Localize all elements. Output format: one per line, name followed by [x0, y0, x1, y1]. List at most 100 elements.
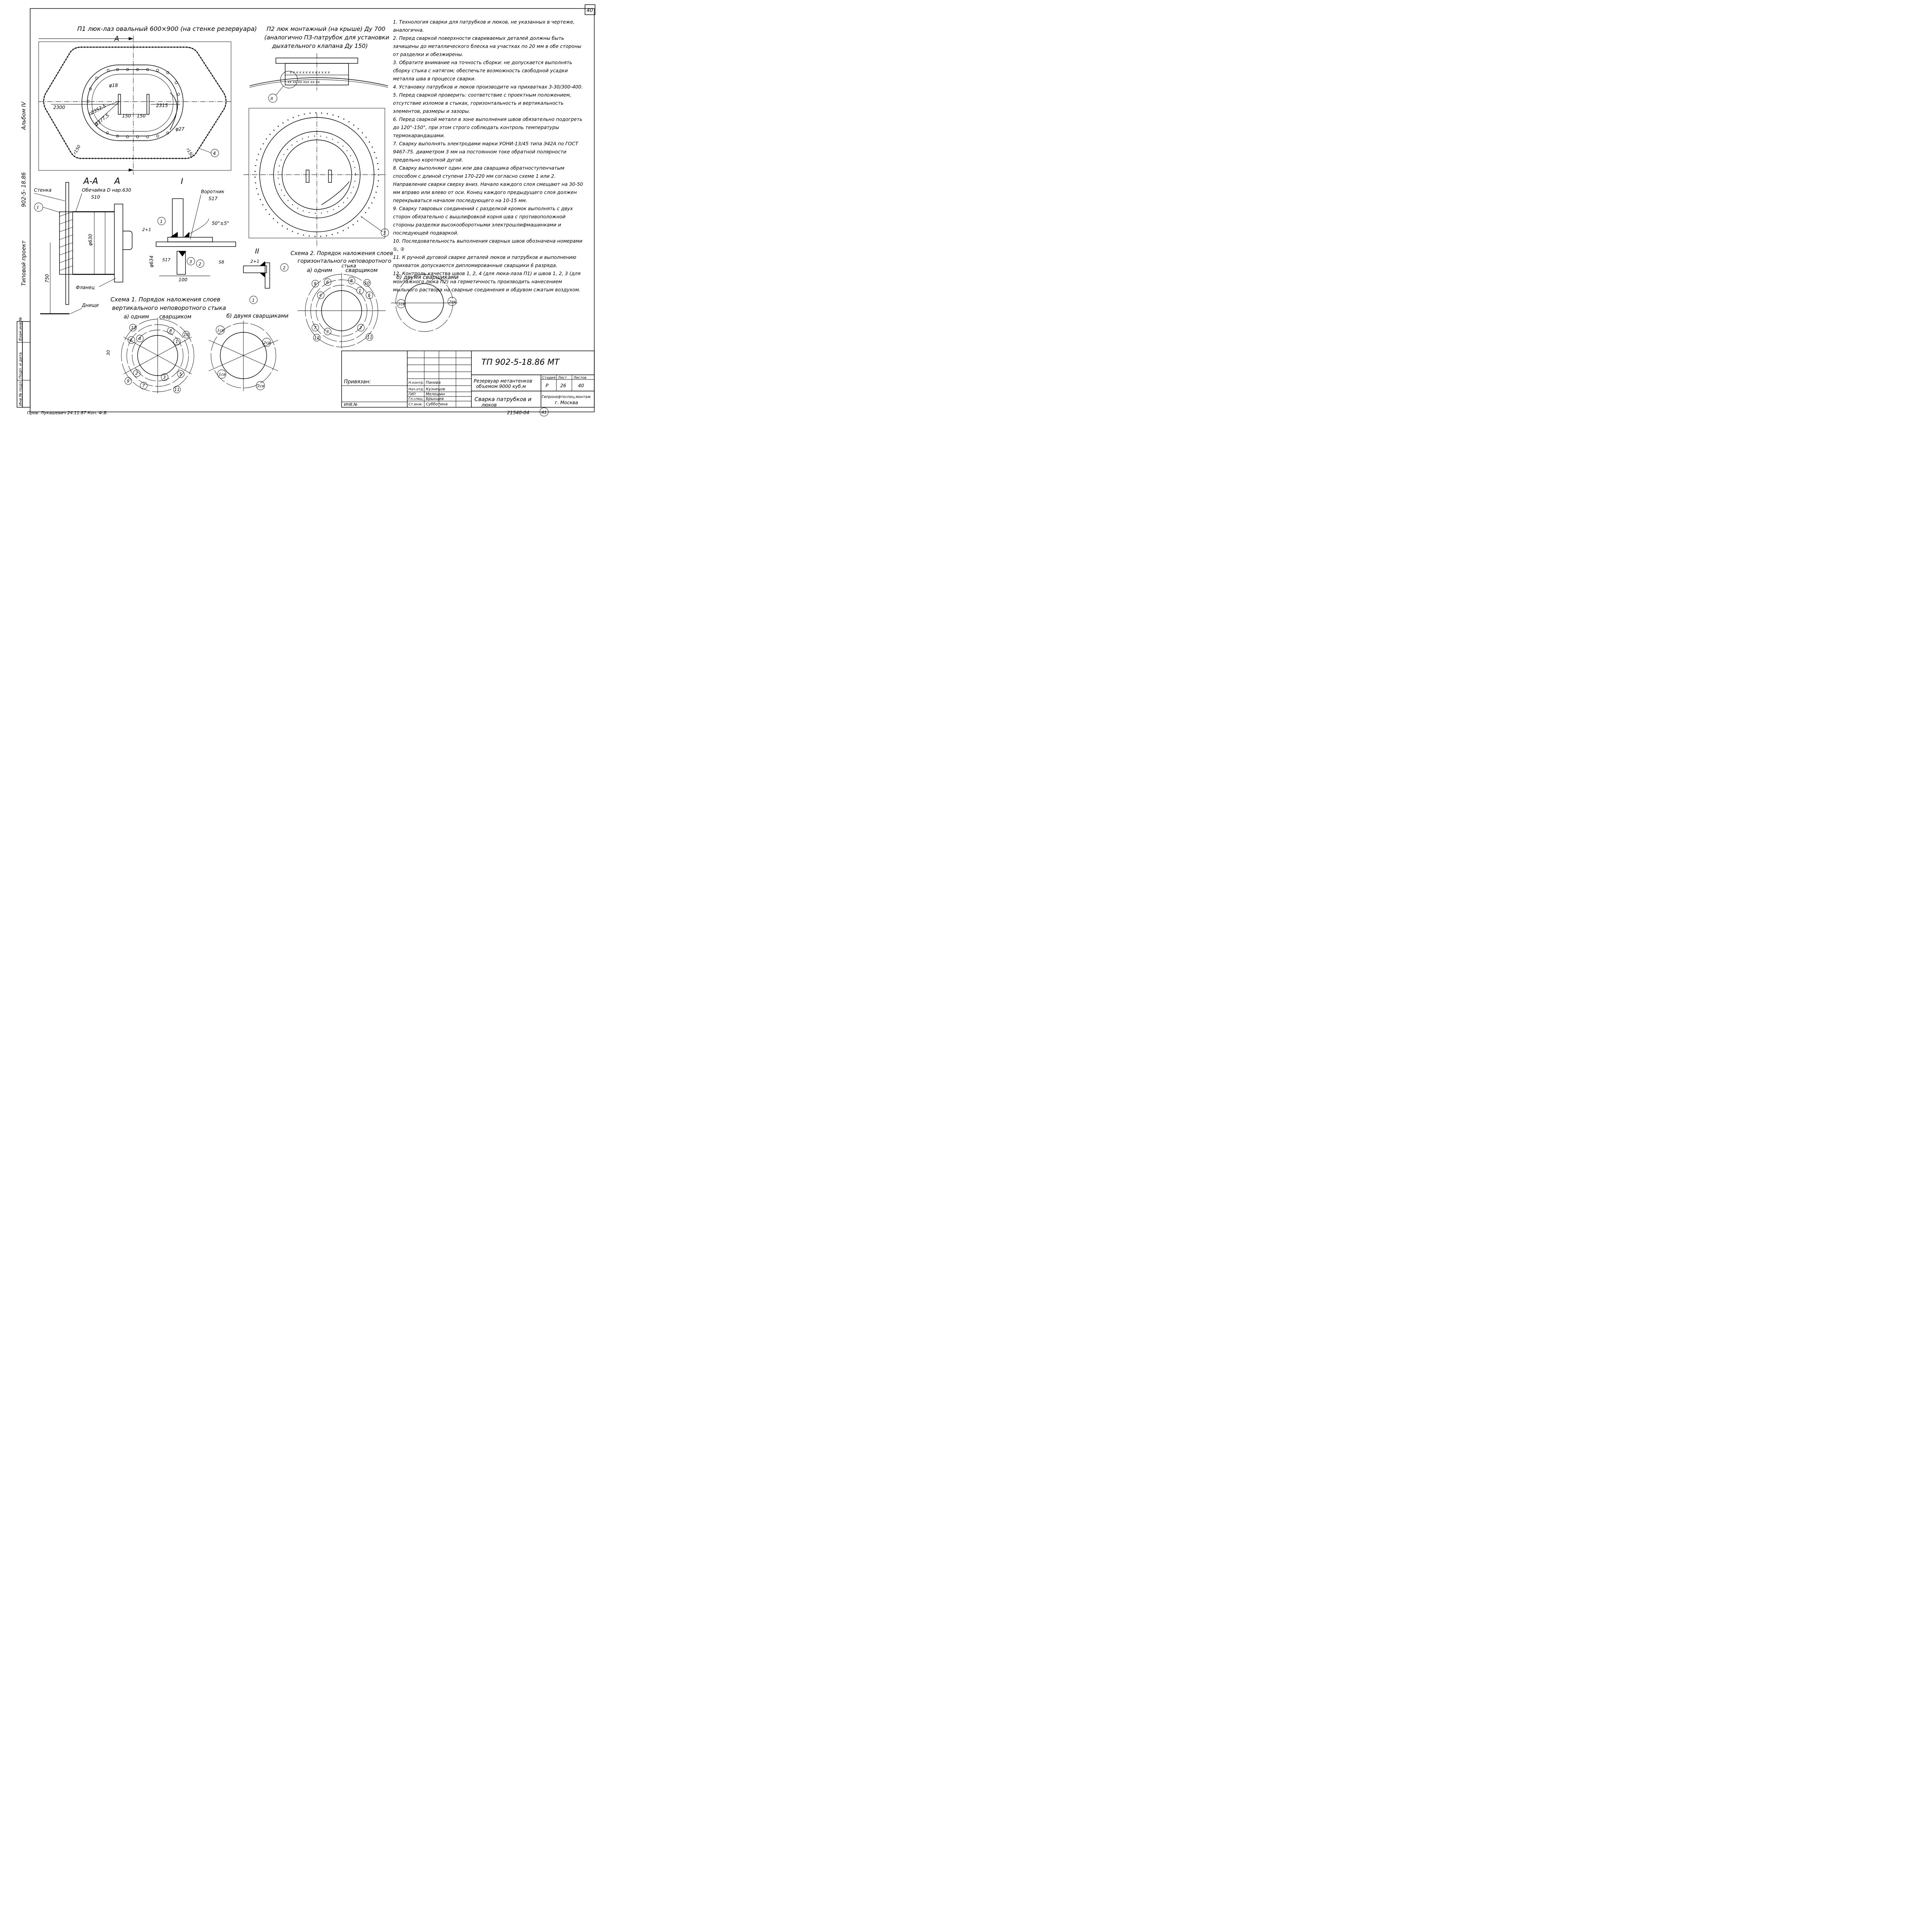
p1-bolt-holes — [87, 68, 180, 138]
dim-100: 100 — [179, 277, 187, 282]
scheme1-one-numbers: 12 6 4 2 7 9 8 10 1 3 5 11 — [124, 324, 190, 393]
note-11: 11. К ручной дуговой сварке деталей люко… — [393, 254, 577, 268]
note-5: 5. Перед сваркой проверить: соответствие… — [393, 92, 571, 114]
tb-name-1: Кузнецов — [426, 387, 445, 391]
leader-vorotnik — [190, 194, 201, 240]
tb-inv: ИНВ.№ — [344, 403, 357, 407]
p1-title: П1 люк-лаз овальный 600×900 (на стенке р… — [77, 25, 257, 32]
node-i-detail: I Воротник S17 50°±5° 2+1 S17 S8 100 φ63… — [142, 177, 236, 282]
s2-n-3: 3 — [326, 329, 329, 334]
collar-hatching — [59, 211, 73, 271]
scheme1-title-2: вертикального неповоротного стыка — [112, 304, 226, 311]
scheme2-one-numbers: 9 6 4 7 12 3 5 8 10 1 2 11 — [311, 277, 373, 342]
tb-org-1: Гипронефтеспец.монтаж — [542, 395, 591, 399]
s1-2w-d: 2св — [257, 384, 264, 388]
weld-1-fill — [170, 232, 178, 237]
label-dnishe: Днище — [82, 303, 99, 308]
left-stamp-strip: Инв.№ подл. Подп. и дата Взам.инв.№ — [17, 317, 31, 408]
p1-cover-hinge-arc — [170, 92, 177, 130]
p2-roof-plate — [259, 117, 374, 232]
weld-number-4-circle — [211, 149, 219, 157]
node-i-leader — [43, 207, 61, 213]
gap-label: 2+1 — [142, 227, 151, 232]
s2-n-11: 11 — [367, 335, 372, 340]
s2-n-4: 4 — [319, 293, 322, 298]
section-aa-mark: А — [114, 177, 120, 186]
node-i-title: I — [181, 177, 183, 186]
project-code-label: 902-5- 18.86 — [21, 172, 27, 207]
strip-podp: Подп. и дата — [19, 352, 23, 379]
note-4: 4. Установку патрубков и люков производи… — [393, 84, 583, 90]
tb-sheets: 40 — [578, 383, 584, 388]
p1-frame — [38, 41, 231, 171]
label-s17: S17 — [162, 257, 170, 262]
node-ii-plate — [243, 265, 267, 273]
dim-2377: 2377,5 — [94, 112, 110, 127]
p2-plan-view: 3 — [243, 108, 389, 247]
bottom-signature: Пров. Лукашевич 24.11.87 Коп. Ф.В. — [27, 410, 108, 415]
p2-handle-left — [306, 170, 310, 183]
weld4-leader — [200, 148, 212, 153]
p2-handle-right — [328, 170, 332, 183]
s2-2w-a: 1св — [398, 302, 405, 306]
tb-role-2: ГИП — [408, 393, 416, 396]
s1-n-10: 10 — [184, 332, 189, 337]
bottom-number-circle — [539, 407, 549, 417]
angle-label: 50°±5° — [212, 221, 229, 226]
node-i-shell — [167, 237, 213, 242]
p2-title-line3: дыхательного клапана Ду 150) — [272, 43, 368, 49]
drawing-sheet: 40 А 2300 23 — [0, 0, 606, 424]
node-ii-weld-label-2: 2 — [283, 265, 286, 270]
p2-hinge-arc — [321, 181, 350, 205]
section-aa: А-А А φ630 750 Стенка Обечайка D нар.630… — [34, 177, 133, 315]
leader-dnishe — [70, 308, 82, 314]
scheme1-two-label: б) двумя сварщиками — [226, 313, 289, 319]
p1-reinforcing-plate — [43, 47, 226, 159]
dim-phi27: φ27 — [175, 126, 185, 132]
s2-n-8: 8 — [350, 278, 353, 283]
dim-r150-right: r150 — [185, 147, 194, 158]
album-label: Альбом IV — [21, 101, 27, 130]
dim-phi634: φ634 — [149, 255, 154, 267]
note-2: 2. Перед сваркой поверхности свариваемых… — [393, 35, 582, 57]
scheme2-two-numbers: 1св 2св — [396, 297, 457, 308]
note-3: 3. Обратите внимание на точность сборки:… — [393, 60, 572, 82]
node-ii-detail: II 2+1 2 1 — [243, 247, 289, 304]
scheme1-one-label: а) одним — [124, 314, 149, 320]
s2-2w-b: 2св — [449, 300, 456, 304]
p2-title-line1: П2 люк монтажный (на крыше) Ду 700 — [267, 26, 385, 32]
node-ii-weld-label-1: 1 — [252, 298, 255, 303]
tb-stage: Р — [546, 383, 549, 388]
scheme2-title-1: Схема 2. Порядок наложения слоев — [291, 250, 393, 257]
scheme1-title-1: Схема 1. Порядок наложения слоев — [111, 296, 220, 303]
p1-oval-outer — [82, 65, 184, 141]
scheme-1: Схема 1. Порядок наложения слоев вертика… — [106, 296, 289, 393]
s1-n-4: 4 — [138, 336, 141, 341]
cover-handle — [123, 231, 133, 250]
p2-plan-frame — [248, 108, 385, 238]
node-ii-callout-leader — [276, 85, 284, 95]
flange-plate — [114, 204, 123, 282]
p2-bolt-holes — [278, 136, 356, 214]
weld-2-fill — [184, 232, 189, 237]
p1-plan-view: А 2300 2352,5 2377,5 2315 150 150 — [38, 35, 231, 175]
p2-section-view: x x x x x x x x x x x x x xx xx xx xxx x… — [249, 53, 388, 103]
tb-role-4: Ст.инж. — [408, 403, 423, 407]
section-aa-title: А-А — [83, 177, 98, 186]
label-stenka: Стенка — [34, 187, 51, 193]
s1-2w-c: 1св — [219, 373, 226, 377]
tb-sheets-head: Листов — [573, 376, 587, 380]
p2-plate-weld-marks — [254, 112, 379, 237]
dim-r150-left: r150 — [72, 144, 82, 155]
node-i-mark: I — [37, 205, 39, 210]
weld-3-fill — [179, 251, 186, 257]
p1-oval-bolt-circle — [92, 74, 173, 132]
note-10: 10. Последовательность выполнения сварны… — [393, 238, 583, 252]
typical-project-label: Типовой проект — [21, 240, 27, 286]
tb-name-4: Субботина — [426, 402, 447, 407]
p1-handle-right — [146, 94, 150, 115]
dim-2315: 2315 — [156, 103, 168, 108]
note-9: 9. Сварку тавровых соединений с разделко… — [393, 206, 573, 236]
s2-n-7: 7 — [314, 325, 316, 330]
section-arrowhead-top — [129, 37, 133, 40]
